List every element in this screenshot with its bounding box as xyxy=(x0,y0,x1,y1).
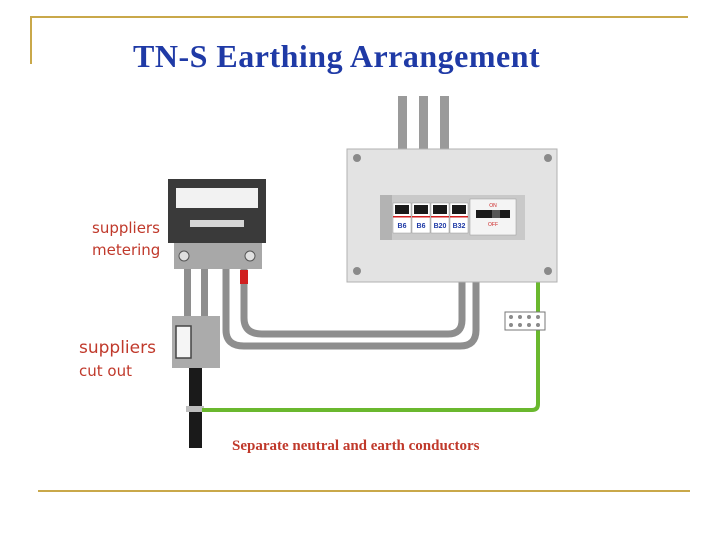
main-switch-on-label: ON xyxy=(489,203,497,209)
meter-tails xyxy=(184,266,208,318)
label-suppliers-cutout-line1: suppliers xyxy=(79,338,156,358)
mcb-4: B32 xyxy=(449,202,469,234)
mcb-2: B6 xyxy=(411,202,431,234)
label-suppliers-metering-line2: metering xyxy=(92,241,161,259)
meter-screw-left xyxy=(178,250,190,262)
cu-screw-br xyxy=(544,267,552,275)
cu-screw-bl xyxy=(353,267,361,275)
consumer-unit: B6 B6 B20 B32 ON OFF xyxy=(346,148,558,283)
meter-screw-right xyxy=(244,250,256,262)
earth-terminal-block xyxy=(504,311,546,331)
main-switch: ON OFF xyxy=(469,198,517,236)
mcb-1: B6 xyxy=(392,202,412,234)
incoming-cables xyxy=(398,96,449,150)
meter-tail-red-sleeve xyxy=(240,270,248,284)
supplier-meter xyxy=(168,179,266,269)
label-suppliers-cutout-line2: cut out xyxy=(79,362,132,380)
mcb-label: B20 xyxy=(434,223,447,230)
supplier-cut-out xyxy=(172,316,220,368)
frame-top-line xyxy=(30,16,688,18)
meter-to-cu-cable-inner xyxy=(240,266,466,338)
page-title: TN-S Earthing Arrangement xyxy=(133,38,541,74)
earth-conductor xyxy=(202,282,540,412)
mcb-label: B32 xyxy=(453,223,466,230)
meter-to-cu-cable-outer xyxy=(222,266,480,350)
mcb-label: B6 xyxy=(398,223,407,230)
main-switch-off-label: OFF xyxy=(488,222,498,228)
service-cable-earth-clamp xyxy=(186,406,204,412)
mcb-label: B6 xyxy=(417,223,426,230)
cu-screw-tr xyxy=(544,154,552,162)
cu-screw-tl xyxy=(353,154,361,162)
mcb-3: B20 xyxy=(430,202,450,234)
frame-bottom-line xyxy=(38,490,690,492)
diagram-caption: Separate neutral and earth conductors xyxy=(232,438,480,454)
label-suppliers-metering-line1: suppliers xyxy=(92,219,160,237)
frame-left-line xyxy=(30,16,32,64)
